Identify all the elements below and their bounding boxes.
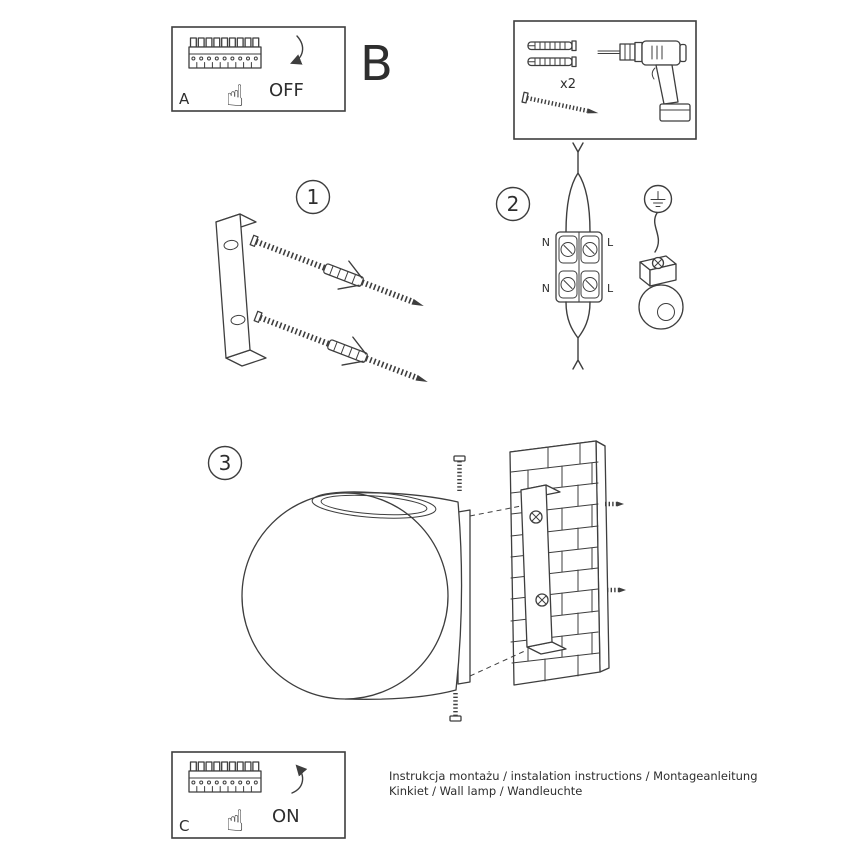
footer-line-2: Kinkiet / Wall lamp / Wandleuchte [389,784,582,798]
earth-symbol-icon [643,184,673,214]
panel-a: ☝ OFF A [171,26,346,114]
lamp-screw-bottom-icon [449,693,462,722]
footer: Instrukcja montażu / instalation instruc… [389,769,758,798]
terminal-l-bottom-label: L [607,282,614,295]
switch-on-arrow-icon [291,764,308,794]
panel-b-label: B [360,36,393,92]
wall-bracket-plate-icon [520,484,567,655]
ground-lug-icon [638,212,684,330]
terminal-l-top-label: L [607,236,614,249]
lamp-screw-top-icon [453,455,466,491]
circuit-breaker-icon [188,761,262,793]
panel-c-label: C [179,817,189,835]
step-1-number: 1 [307,185,320,209]
drill-icon [597,40,691,122]
step-1-badge [295,179,331,215]
switch-off-arrow-icon [290,35,304,65]
screw-icon [521,91,599,114]
terminal-n-bottom-label: N [542,282,550,295]
panel-a-frame [171,26,346,112]
panel-c: ☝ ON C [171,751,346,839]
panel-a-action-label: OFF [269,80,304,101]
wall-plug-icon [527,40,577,52]
wall-screw-tip-icon [605,501,624,507]
step-2: 2 N L N L [495,142,684,370]
step-3: 3 [207,440,626,722]
wall-lamp-icon [241,455,528,722]
screw-anchor-icon [247,226,430,320]
terminal-n-top-label: N [542,236,550,249]
wall-plug-icon [527,56,577,68]
circuit-breaker-icon [188,37,262,69]
panel-a-label: A [179,90,190,108]
step-3-number: 3 [219,451,232,475]
step-2-badge [495,186,531,222]
panel-c-action-label: ON [272,806,300,827]
screw-anchor-icon [251,302,434,396]
hardware-kit: x2 [513,20,697,140]
step-3-badge [207,445,243,481]
step-1: 1 [215,179,434,396]
step-2-number: 2 [507,192,520,216]
panel-c-frame [171,751,346,839]
hand-press-icon: ☝ [226,804,244,839]
quantity-label: x2 [560,77,576,92]
wall-screw-tip-icon [607,587,626,593]
alignment-guide-lines [469,505,528,677]
hand-press-icon: ☝ [226,79,244,114]
hardware-kit-frame [513,20,697,140]
mounting-bracket-icon [215,213,267,367]
footer-line-1: Instrukcja montażu / instalation instruc… [389,769,758,783]
terminal-block-icon: N L N L [542,142,614,370]
